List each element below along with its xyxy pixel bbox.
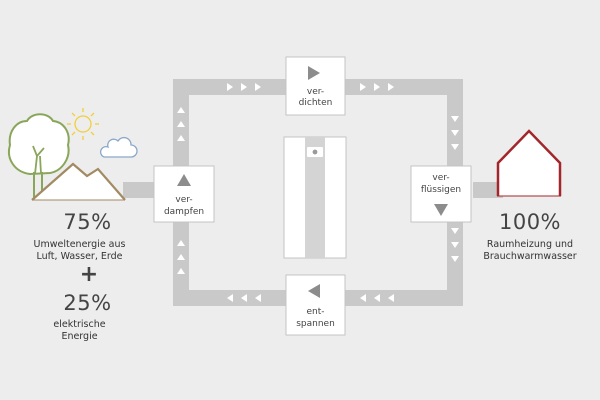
source-percent: 75% (63, 210, 112, 234)
compress-label-line1: ver- (306, 87, 325, 97)
source-label-line2: Luft, Wasser, Erde (36, 251, 123, 262)
electric-label-line2: Energie (61, 331, 98, 342)
source-label-line1: Umweltenergie aus (33, 239, 126, 250)
condense-label-line2: flüssigen (420, 185, 462, 195)
expand-box (285, 274, 346, 336)
evaporate-label-line2: dampfen (163, 207, 205, 217)
input-pipe (123, 182, 156, 198)
play-left-icon (308, 284, 320, 298)
output-pipe (473, 182, 503, 198)
expand-label-line2: spannen (296, 319, 335, 329)
mountain-icon (31, 162, 126, 201)
output-percent: 100% (498, 210, 562, 234)
compress-label-line2: dichten (298, 98, 333, 108)
play-down-icon (434, 204, 448, 216)
electric-percent: 25% (63, 291, 112, 315)
electric-label-line1: elektrische (53, 319, 106, 330)
flow-arrows (177, 83, 459, 302)
play-right-icon (308, 66, 320, 80)
cloud-icon (100, 137, 138, 158)
heat-pump-icon (283, 136, 347, 259)
sun-icon (67, 108, 99, 140)
evaporate-label-line1: ver- (175, 195, 193, 205)
expand-label-line1: ent- (306, 307, 325, 317)
plus-sign: + (79, 262, 99, 287)
output-label-line2: Brauchwarmwasser (483, 251, 577, 262)
play-up-icon (177, 174, 191, 186)
condense-label-line1: ver- (432, 173, 450, 183)
house-icon (496, 129, 562, 197)
tree-icon (8, 113, 70, 200)
output-label-line1: Raumheizung und (486, 239, 574, 250)
compress-box (285, 56, 346, 116)
